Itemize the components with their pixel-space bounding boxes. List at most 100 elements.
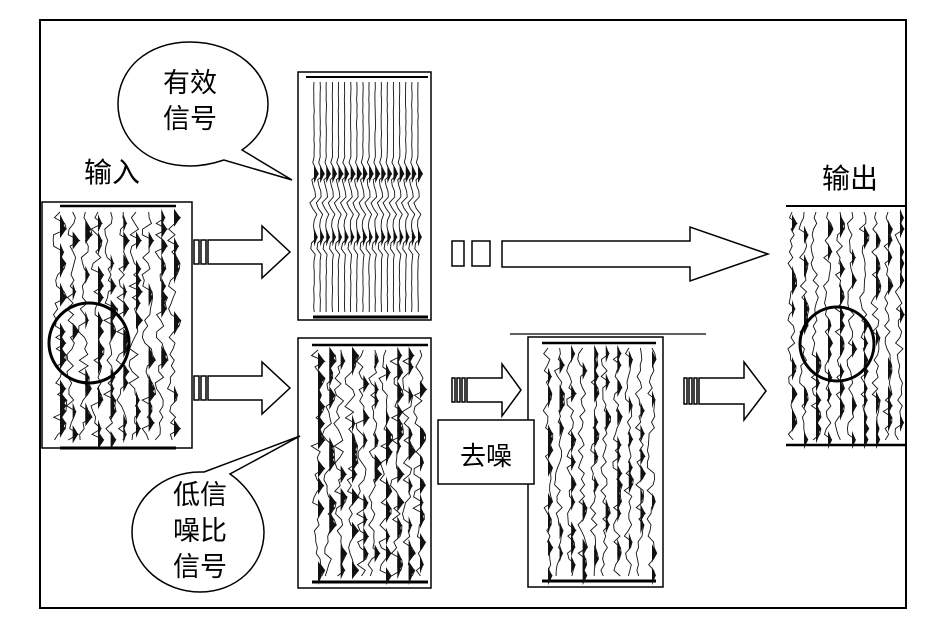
trace-peak-fill — [840, 402, 844, 421]
trace-peak-fill — [397, 561, 401, 580]
trace-peak-fill — [792, 276, 797, 296]
trace-peak-fill — [318, 499, 324, 518]
trace-peak-fill — [399, 228, 404, 247]
trace-peak-fill — [640, 504, 646, 523]
trace-peak-fill — [352, 357, 356, 376]
trace-peak-fill — [840, 259, 845, 279]
output-highlight-circle — [798, 305, 876, 383]
trace-peak-fill — [888, 396, 893, 415]
trace-peak-fill — [594, 430, 599, 449]
trace-peak-fill — [418, 164, 423, 184]
trace-peak-fill — [110, 368, 115, 387]
trace-peak-fill — [582, 566, 588, 586]
trace-peak-fill — [98, 288, 104, 307]
trace-peak-fill — [840, 379, 845, 398]
trace-peak-fill — [888, 276, 893, 296]
trace-peak-fill — [318, 374, 323, 393]
trace-peak-fill — [628, 532, 633, 551]
trace-peak-fill — [900, 271, 904, 290]
trace-peak-fill — [110, 430, 117, 450]
trace-peak-fill — [318, 459, 325, 478]
trace-peak-fill — [840, 288, 845, 307]
trace-peak-fill — [594, 549, 599, 569]
trace-peak-fill — [792, 413, 797, 433]
trace-peak-fill — [617, 378, 623, 398]
trace-line — [577, 347, 589, 577]
trace-peak-fill — [594, 384, 599, 403]
trace-line — [339, 81, 350, 313]
trace-peak-fill — [652, 350, 657, 369]
trace-peak-fill — [411, 164, 416, 184]
trace-peak-fill — [329, 391, 335, 410]
trace-peak-fill — [571, 384, 577, 403]
trace-peak-fill — [123, 282, 127, 301]
trace-peak-fill — [340, 465, 347, 484]
trace-peak-fill — [411, 228, 416, 247]
trace-peak-fill — [408, 476, 413, 495]
trace-peak-fill — [804, 259, 808, 279]
trace-line — [65, 211, 81, 441]
trace-peak-fill — [387, 228, 391, 247]
trace-peak-fill — [559, 355, 565, 375]
trace-peak-fill — [804, 225, 809, 244]
trace-peak-fill — [136, 294, 141, 313]
trace-peak-fill — [123, 425, 127, 444]
trace-line — [321, 81, 332, 312]
trace-peak-fill — [816, 425, 820, 444]
trace-peak-fill — [318, 476, 324, 495]
trace-peak-fill — [792, 214, 797, 233]
trace-peak-fill — [571, 452, 576, 472]
trace-peak-fill — [148, 413, 155, 433]
trace-peak-fill — [393, 164, 398, 184]
trace-peak-fill — [640, 464, 646, 483]
trace-line — [364, 81, 374, 313]
input-label: 输入 — [84, 156, 141, 189]
trace-line — [327, 81, 338, 313]
trace-peak-fill — [792, 362, 796, 381]
trace-peak-fill — [852, 396, 857, 415]
trace-peak-fill — [652, 566, 656, 586]
trace-peak-fill — [314, 228, 318, 247]
trace-peak-fill — [98, 276, 104, 296]
trace-peak-fill — [864, 419, 869, 438]
trace-peak-fill — [332, 228, 336, 247]
trace-peak-fill — [594, 447, 598, 466]
trace-peak-fill — [876, 259, 881, 279]
trace-peak-fill — [594, 475, 599, 494]
trace-peak-fill — [161, 299, 167, 319]
trace-peak-fill — [314, 164, 319, 184]
output-traces — [787, 208, 906, 450]
trace-peak-fill — [876, 282, 880, 301]
trace-peak-fill — [397, 403, 403, 422]
trace-peak-fill — [85, 408, 93, 427]
trace-peak-fill — [72, 425, 79, 444]
trace-peak-fill — [420, 476, 426, 495]
trace-line — [352, 81, 363, 313]
trace-peak-fill — [161, 351, 168, 370]
effective-signal-line-1: 有效 — [163, 68, 217, 99]
trace-peak-fill — [123, 339, 128, 358]
trace-peak-fill — [148, 385, 156, 404]
trace-peak-fill — [318, 414, 325, 433]
trace-line — [400, 81, 412, 313]
trace-peak-fill — [174, 208, 181, 227]
trace-peak-fill — [571, 492, 575, 512]
trace-peak-fill — [60, 259, 64, 279]
trace-peak-fill — [900, 219, 905, 239]
trace-peak-fill — [375, 228, 379, 247]
trace-peak-fill — [363, 493, 368, 512]
trace-peak-fill — [340, 561, 345, 580]
trace-peak-fill — [369, 228, 373, 247]
trace-peak-fill — [318, 431, 325, 450]
trace-peak-fill — [350, 164, 356, 184]
trace-peak-fill — [374, 544, 380, 563]
trace-peak-fill — [85, 225, 93, 244]
trace-peak-fill — [571, 435, 575, 455]
trace-peak-fill — [174, 316, 180, 336]
trace-peak-fill — [876, 328, 880, 347]
trace-peak-fill — [816, 390, 821, 410]
trace-peak-fill — [363, 527, 369, 546]
input-seismic-panel — [41, 201, 193, 450]
trace-peak-fill — [352, 487, 359, 506]
trace-peak-fill — [340, 493, 345, 512]
